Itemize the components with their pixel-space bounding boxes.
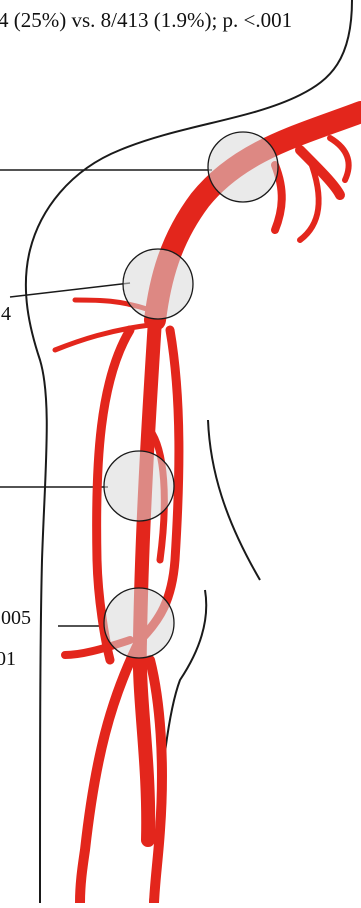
marker-circle-4 xyxy=(104,588,174,658)
leader-line-2 xyxy=(10,283,130,297)
stat-label-top: 4 (25%) vs. 8/413 (1.9%); p. <.001 xyxy=(0,8,292,33)
artery-branch-left-2 xyxy=(55,325,150,350)
brachial-artery xyxy=(140,320,155,840)
marker-circle-3 xyxy=(104,451,174,521)
stat-label-middle: .4 xyxy=(0,303,11,326)
stat-label-lowest: 01 xyxy=(0,648,16,671)
marker-circle-1 xyxy=(208,132,278,202)
forearm-artery-1 xyxy=(80,640,140,903)
artery-tree xyxy=(55,112,361,903)
artery-branch-upper-3 xyxy=(330,138,349,180)
marker-circle-2 xyxy=(123,249,193,319)
artery-branch-upper-4 xyxy=(300,160,319,240)
stat-label-lower: .005 xyxy=(0,607,31,630)
